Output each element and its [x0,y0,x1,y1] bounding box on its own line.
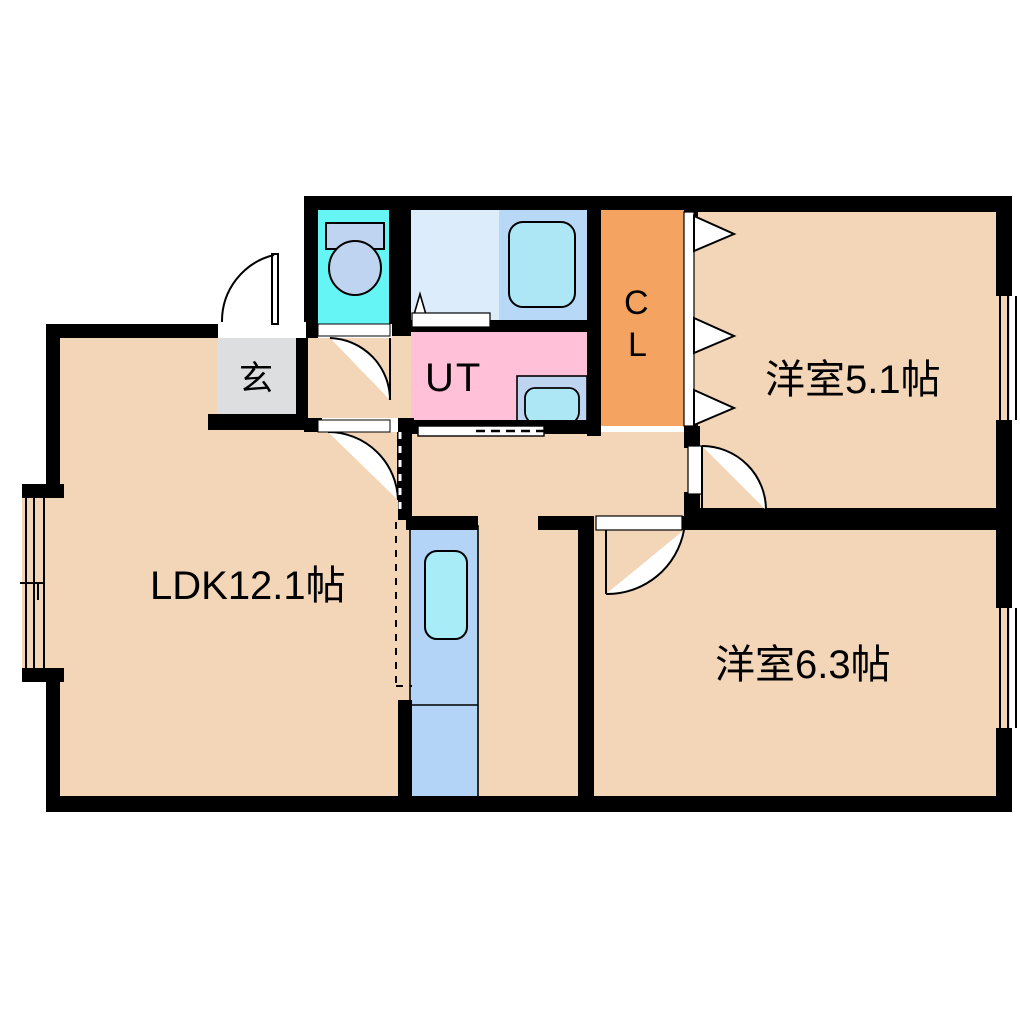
ldk-door-arc [327,431,399,501]
wall-bottom-outer [46,796,1010,812]
genkan-tile [217,336,307,414]
bath-door-strip [411,312,491,328]
wall-genkan-bottom [208,414,308,430]
doors [218,211,767,596]
washbasin-sink [524,387,580,425]
partition-guides [395,432,412,687]
bedroom2-door-opening [595,515,683,531]
wall-ldk-top [46,324,222,338]
header-genkan-hall [317,419,391,433]
genkan-area [217,336,307,414]
closet-folding-doors[interactable] [683,211,737,427]
wall-ldk-kitchen [398,432,412,520]
closet-area [600,208,684,426]
wall-toilet-right [389,196,411,336]
wall-ldk-left-upper [46,324,60,488]
bath-sliding-door[interactable] [411,312,491,328]
utility-room [411,331,588,433]
bedroom-5-1-swing-door[interactable] [687,445,767,511]
bathtub [508,221,576,308]
toilet-door-arc [329,337,391,401]
wall-bay-bottom [22,668,64,682]
wall-bay-top [22,484,64,498]
closet-fold-2 [693,316,737,355]
wall-right-outer-lower [996,728,1012,812]
wall-toilet-left [304,196,318,336]
kitchen-area [409,525,479,805]
door-headers [317,323,391,433]
bedroom-hall-floor [591,432,701,532]
wall-kitchen-counter-head [406,516,478,530]
entrance-door-arc [220,254,275,323]
bath-floor [411,208,499,320]
closet-door-track [683,211,695,427]
bedroom-6-3-swing-door[interactable] [595,515,685,596]
entrance-door-panel [271,253,279,325]
bedroom2-door-arc [605,529,685,596]
wall-bedroom1-left [684,426,700,448]
toilet-bowl [328,240,382,296]
utility-sliding-door[interactable] [417,425,545,437]
wall-right-outer-mid [996,420,1012,608]
closet-fold-3 [693,388,737,427]
wall-bath-closet [587,196,601,436]
wall-bedroom1-left-lower [684,492,700,516]
header-toilet [317,323,391,337]
windows [20,296,1017,728]
bedroom1-door-arc [701,445,767,511]
closet-fold-1 [693,214,737,253]
wall-bedroom2-top-left [538,516,594,530]
entrance-door-opening [218,322,306,338]
bathroom-area [411,208,587,320]
closet-floor [600,208,684,426]
wall-top-bedroom1 [684,196,1010,212]
bedroom1-door-opening [687,445,703,495]
wall-top-wet [304,196,696,210]
wall-genkan-right [296,324,308,430]
kitchen-sink [424,550,468,640]
toilet-room [317,208,389,324]
wall-ldk-left-lower [46,678,60,810]
wall-hall-bedroom2 [578,522,594,810]
wall-right-outer-upper [996,196,1012,296]
entrance-swing-door[interactable] [218,253,306,338]
wall-bedroom1-bottom [684,508,1010,522]
wall-ldk-kitchen-lower [398,700,412,810]
